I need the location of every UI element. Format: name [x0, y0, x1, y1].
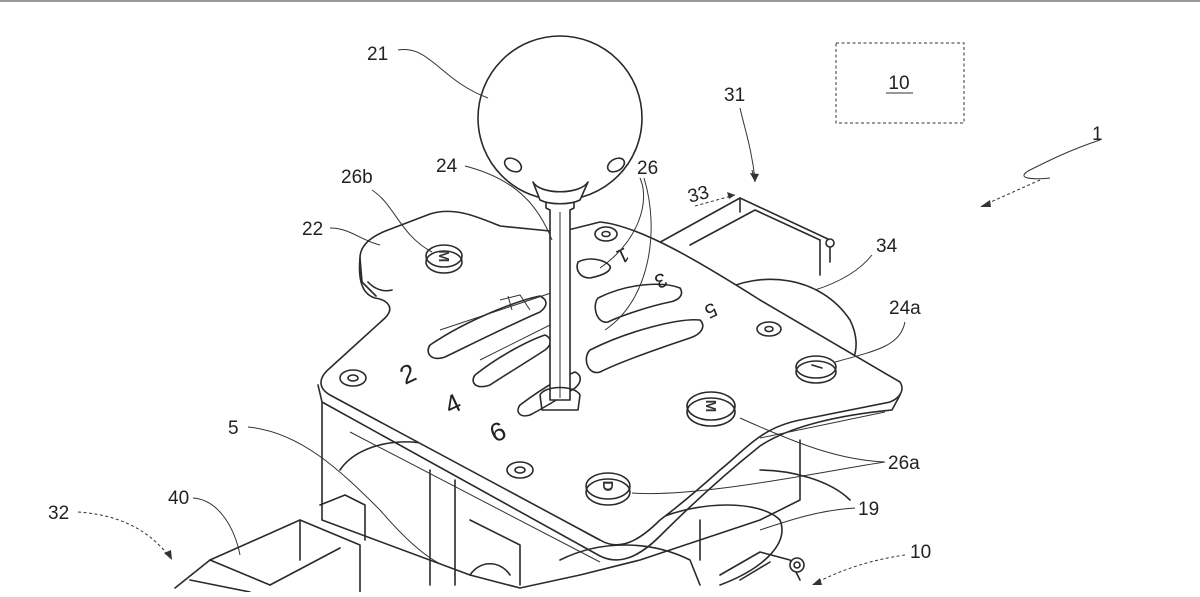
actuator-40	[174, 494, 366, 593]
label-21: 21	[367, 44, 388, 65]
fasteners	[339, 226, 782, 479]
leader-lines	[192, 49, 1101, 567]
label-26a: 26a	[888, 453, 920, 474]
gate-plate-22	[317, 210, 903, 563]
button-bottom-letter: D	[599, 481, 616, 492]
label-24a: 24a	[889, 298, 921, 319]
control-unit-outline	[835, 42, 965, 124]
button-rear-letter: M	[435, 250, 452, 263]
button-front-26a: M	[686, 391, 736, 427]
button-rear-26b: M	[425, 244, 463, 274]
knob-sphere	[477, 35, 643, 201]
button-front-letter: M	[702, 400, 719, 413]
reference-labels: 21 31 1 26b 24 26 33 22 34 24a 5 26a 40 …	[48, 44, 1103, 563]
control-unit-box: 10	[835, 42, 965, 124]
label-22: 22	[302, 219, 323, 240]
label-40: 40	[168, 488, 189, 509]
label-10-bottom: 10	[910, 542, 931, 563]
shift-lever-24	[539, 197, 581, 411]
label-32: 32	[48, 503, 69, 524]
button-bottom: D	[585, 472, 631, 506]
button-right-24a	[795, 355, 837, 384]
signal-arrows	[77, 169, 1041, 586]
knob-21	[477, 35, 643, 205]
label-26: 26	[637, 158, 658, 179]
label-1: 1	[1092, 124, 1103, 145]
label-33: 33	[686, 182, 712, 208]
label-26b: 26b	[341, 167, 373, 188]
label-34: 34	[876, 236, 898, 257]
label-10-box: 10	[888, 73, 909, 94]
label-19: 19	[858, 499, 879, 520]
label-5: 5	[228, 418, 239, 439]
label-24: 24	[436, 156, 458, 177]
label-31: 31	[724, 85, 745, 106]
